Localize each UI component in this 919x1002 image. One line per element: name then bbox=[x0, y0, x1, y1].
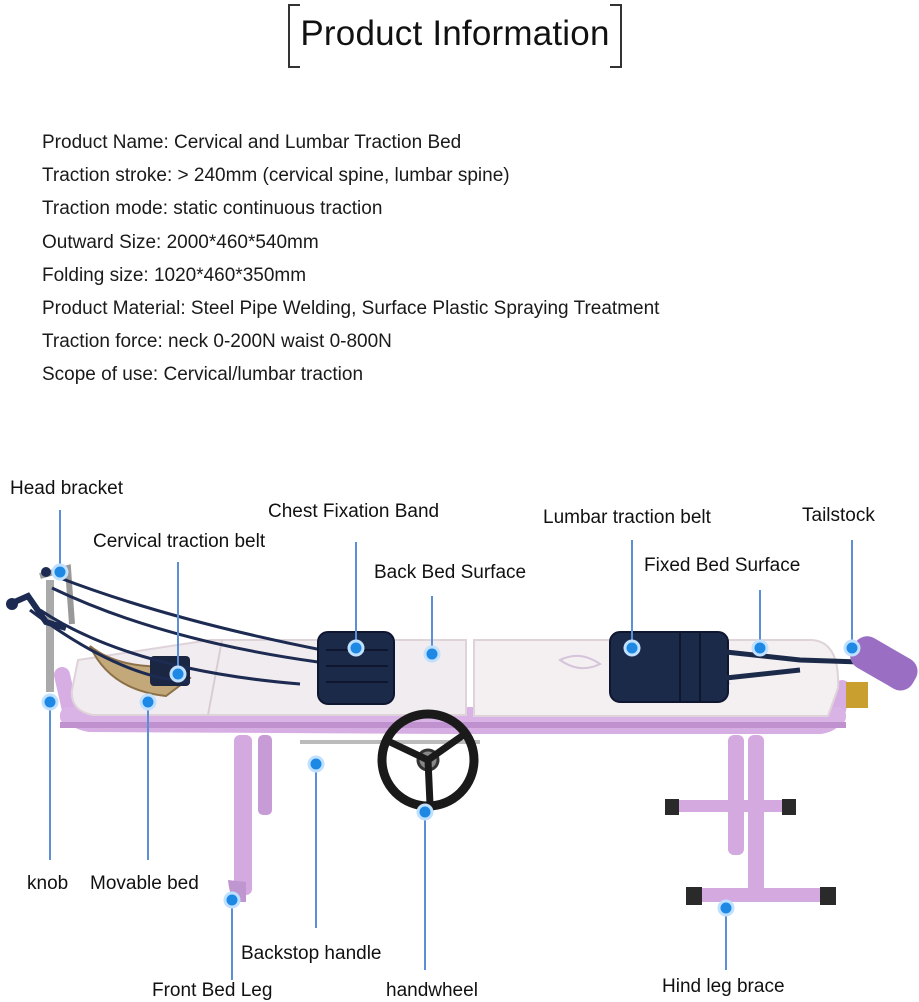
spec-row: Traction force: neck 0-200N waist 0-800N bbox=[42, 331, 392, 353]
callout-markers bbox=[41, 510, 861, 980]
label-back-surface: Back Bed Surface bbox=[374, 562, 527, 583]
label-handwheel: handwheel bbox=[386, 980, 478, 1001]
spec-row: Outward Size: 2000*460*540mm bbox=[42, 231, 319, 253]
spec-row: Product Material: Steel Pipe Welding, Su… bbox=[42, 297, 660, 319]
label-movable-bed: Movable bed bbox=[90, 873, 199, 894]
hind-leg-brace bbox=[665, 735, 836, 905]
handwheel bbox=[300, 709, 480, 811]
spec-row: Folding size: 1020*460*350mm bbox=[42, 264, 307, 286]
front-bed-leg bbox=[228, 735, 272, 902]
tailstock bbox=[846, 636, 918, 708]
label-fixed-surface: Fixed Bed Surface bbox=[644, 555, 801, 576]
spec-row: Traction stroke: > 240mm (cervical spine… bbox=[42, 165, 510, 187]
label-lumbar-belt: Lumbar traction belt bbox=[543, 507, 711, 528]
head-bracket bbox=[6, 564, 75, 692]
right-bracket bbox=[610, 4, 622, 68]
spec-list: Product Name: Cervical and Lumbar Tracti… bbox=[42, 131, 659, 397]
label-tailstock: Tailstock bbox=[802, 505, 875, 526]
label-knob: knob bbox=[27, 873, 69, 894]
left-bracket bbox=[288, 4, 300, 68]
label-front-leg: Front Bed Leg bbox=[152, 980, 273, 1001]
label-head-bracket: Head bracket bbox=[10, 478, 124, 499]
label-backstop-handle: Backstop handle bbox=[241, 943, 382, 964]
label-chest-band: Chest Fixation Band bbox=[268, 501, 440, 522]
spec-row: Traction mode: static continuous tractio… bbox=[42, 198, 383, 220]
traction-bed-illustration bbox=[6, 510, 918, 980]
label-hind-leg: Hind leg brace bbox=[662, 976, 785, 997]
spec-row: Scope of use: Cervical/lumbar traction bbox=[42, 364, 364, 386]
title-frame: Product Information bbox=[288, 4, 622, 70]
label-cervical-belt: Cervical traction belt bbox=[93, 531, 266, 552]
page-title: Product Information bbox=[300, 14, 610, 53]
spec-row: Product Name: Cervical and Lumbar Tracti… bbox=[42, 132, 462, 153]
chest-fixation-band bbox=[317, 631, 395, 705]
